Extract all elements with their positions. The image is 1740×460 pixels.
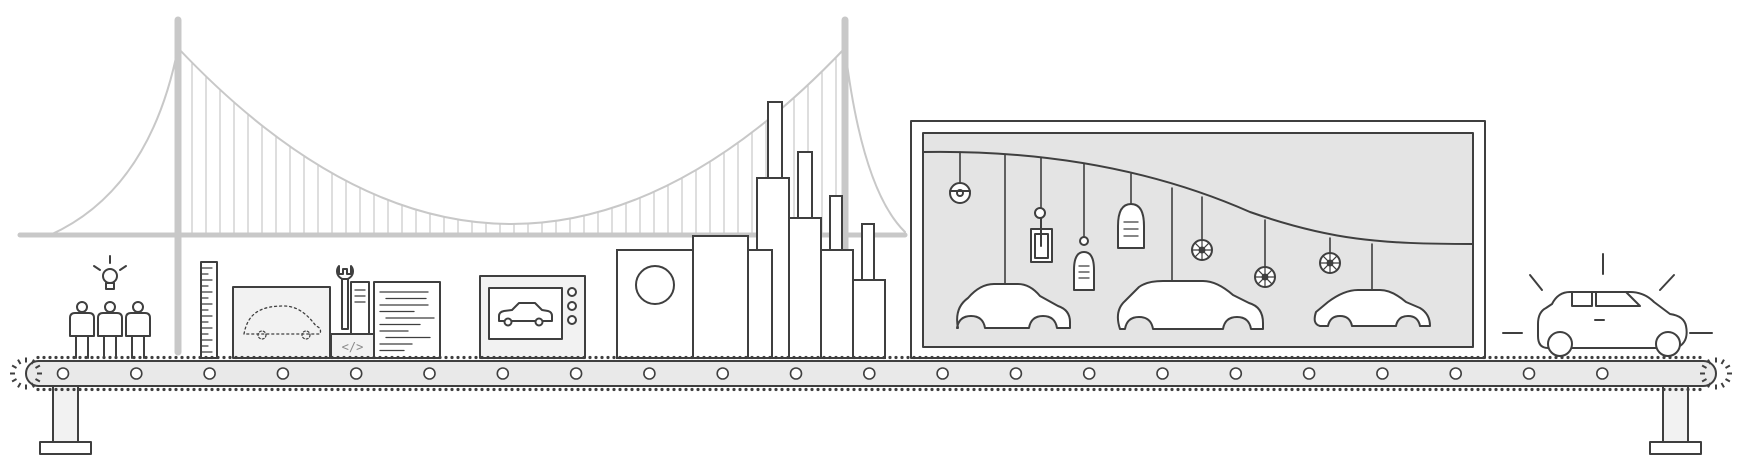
team-stage	[69, 255, 151, 359]
car-seat-icon-2	[1117, 203, 1145, 249]
assembly-rail	[922, 150, 1474, 245]
document-lines-icon	[350, 281, 441, 359]
bridge-side-cable-left	[49, 47, 179, 236]
design-stage: </>	[200, 261, 441, 359]
wheel-icon	[1191, 239, 1213, 261]
factory-round-window	[635, 265, 675, 305]
steering-wheel-icon	[949, 182, 971, 204]
ruler-icon	[200, 261, 218, 359]
gear-shifter-icon	[1030, 207, 1053, 263]
conveyor-support-right	[1662, 385, 1689, 443]
finished-car-icon	[1502, 253, 1713, 357]
monitor-car-icon	[479, 275, 586, 359]
wheel-icon	[1254, 266, 1276, 288]
wheel-icons	[1191, 239, 1341, 288]
car-body-icon	[956, 283, 1071, 329]
conveyor-belt	[10, 355, 1732, 455]
code-brackets-icon: </>	[330, 333, 375, 359]
conveyor-sprocket-left	[10, 357, 42, 390]
conveyor-foot-left	[39, 441, 92, 455]
idea-lightbulb-icon	[93, 255, 127, 290]
shine-lines	[1502, 253, 1713, 334]
wheel-icon	[1319, 252, 1341, 274]
code-glyph: </>	[342, 340, 364, 354]
factory-buildings	[616, 101, 886, 359]
conveyor-sprocket-right	[1700, 357, 1732, 390]
conveyor-chain	[36, 355, 1702, 392]
bridge-side-cable-right	[844, 47, 906, 233]
assembly-panel	[910, 120, 1486, 359]
car-body-icon-2	[1116, 280, 1264, 330]
car-body-icon-3	[1313, 289, 1431, 327]
car-seat-icon	[1073, 236, 1095, 291]
car-sketch-icon	[232, 286, 331, 359]
conveyor-foot-right	[1649, 441, 1702, 455]
wrench-icon	[336, 265, 354, 330]
conveyor-rollers	[56, 367, 1609, 380]
conveyor-support-left	[52, 385, 79, 443]
bridge-main-cable	[177, 47, 846, 225]
team-people-icon	[69, 301, 151, 359]
